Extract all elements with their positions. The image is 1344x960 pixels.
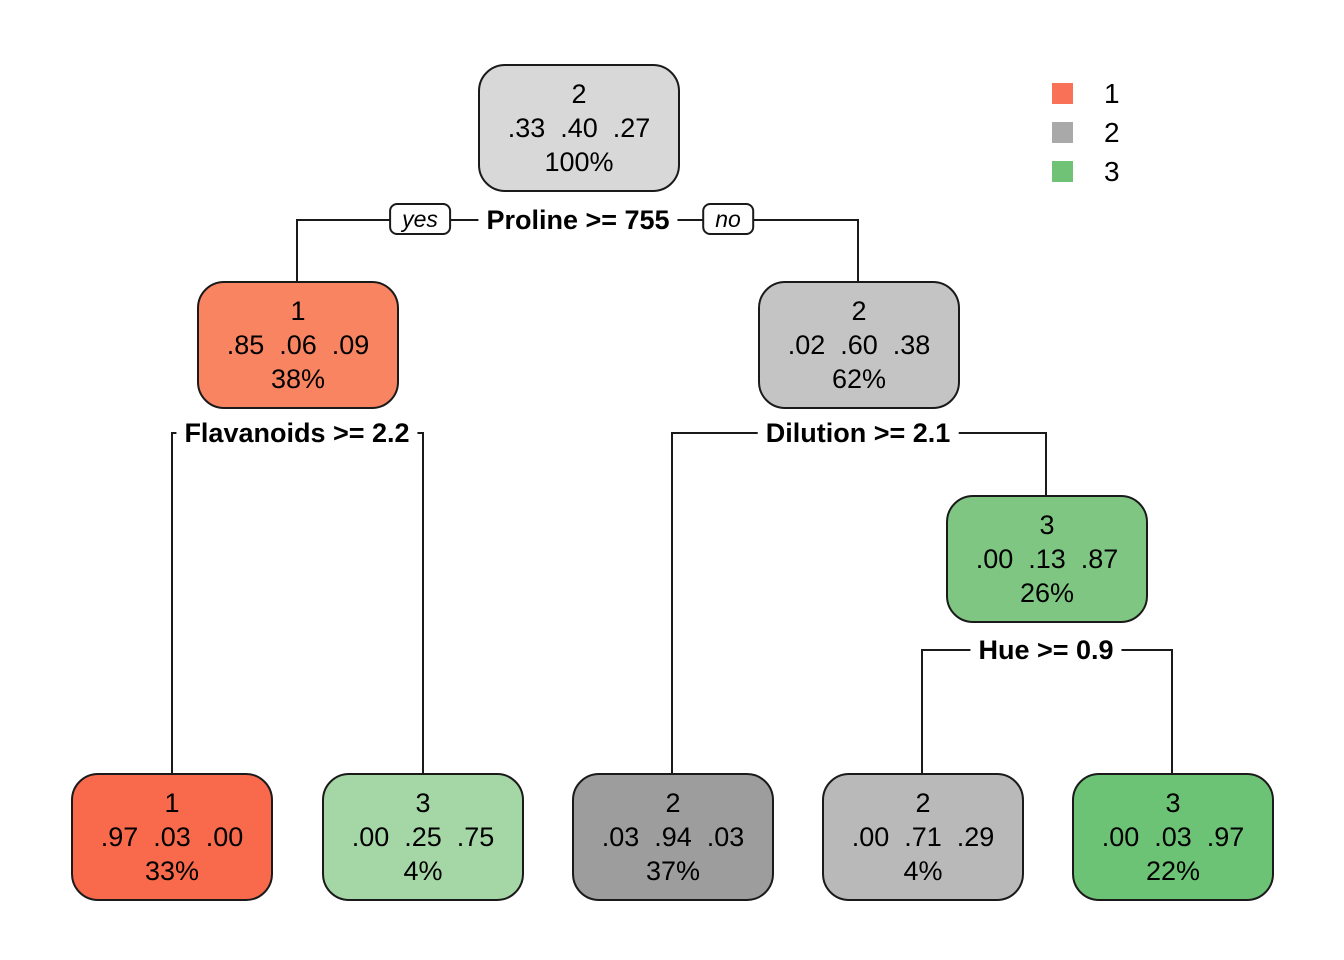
node-class-label: 2	[851, 296, 867, 326]
branch-flavanoids-split	[171, 432, 424, 775]
node-probabilities: .00 .71 .29	[851, 822, 995, 852]
node-coverage-percent: 26%	[1019, 578, 1075, 608]
legend-row-class-3: 3	[1052, 152, 1120, 191]
class-legend: 1 2 3	[1052, 74, 1120, 191]
branch-hue-split	[921, 649, 1173, 775]
tree-leaf-4: 2 .00 .71 .29 4%	[822, 773, 1024, 901]
legend-label-class-1: 1	[1104, 77, 1120, 109]
legend-swatch-class-2	[1052, 122, 1073, 143]
tree-leaf-1: 1 .97 .03 .00 33%	[71, 773, 273, 901]
tree-node-proline-yes: 1 .85 .06 .09 38%	[197, 281, 399, 409]
node-class-label: 1	[290, 296, 306, 326]
node-class-label: 2	[915, 788, 931, 818]
yes-branch-tag: yes	[389, 203, 451, 235]
node-coverage-percent: 4%	[903, 856, 943, 886]
node-probabilities: .00 .25 .75	[351, 822, 495, 852]
node-probabilities: .97 .03 .00	[100, 822, 244, 852]
tree-node-dilution-no: 3 .00 .13 .87 26%	[946, 495, 1148, 623]
node-class-label: 3	[1165, 788, 1181, 818]
node-coverage-percent: 100%	[544, 147, 614, 177]
node-coverage-percent: 37%	[645, 856, 701, 886]
node-probabilities: .33 .40 .27	[507, 113, 651, 143]
node-coverage-percent: 4%	[403, 856, 443, 886]
split-condition-flavanoids: Flavanoids >= 2.2	[176, 415, 418, 451]
legend-label-class-2: 2	[1104, 116, 1120, 148]
node-coverage-percent: 62%	[831, 364, 887, 394]
node-coverage-percent: 33%	[144, 856, 200, 886]
tree-node-proline-no: 2 .02 .60 .38 62%	[758, 281, 960, 409]
node-class-label: 3	[1039, 510, 1055, 540]
tree-leaf-2: 3 .00 .25 .75 4%	[322, 773, 524, 901]
tree-node-root: 2 .33 .40 .27 100%	[478, 64, 680, 192]
split-condition-proline: Proline >= 755	[478, 202, 678, 238]
legend-row-class-2: 2	[1052, 113, 1120, 152]
tree-leaf-3: 2 .03 .94 .03 37%	[572, 773, 774, 901]
no-branch-tag: no	[702, 203, 754, 235]
node-probabilities: .03 .94 .03	[601, 822, 745, 852]
split-condition-hue: Hue >= 0.9	[970, 632, 1122, 668]
legend-label-class-3: 3	[1104, 155, 1120, 187]
node-probabilities: .02 .60 .38	[787, 330, 931, 360]
node-coverage-percent: 22%	[1145, 856, 1201, 886]
tree-leaf-5: 3 .00 .03 .97 22%	[1072, 773, 1274, 901]
node-probabilities: .85 .06 .09	[226, 330, 370, 360]
node-class-label: 2	[571, 79, 587, 109]
node-coverage-percent: 38%	[270, 364, 326, 394]
split-condition-dilution: Dilution >= 2.1	[757, 415, 959, 451]
node-probabilities: .00 .13 .87	[975, 544, 1119, 574]
node-class-label: 2	[665, 788, 681, 818]
legend-swatch-class-3	[1052, 161, 1073, 182]
node-probabilities: .00 .03 .97	[1101, 822, 1245, 852]
legend-row-class-1: 1	[1052, 74, 1120, 113]
node-class-label: 3	[415, 788, 431, 818]
legend-swatch-class-1	[1052, 83, 1073, 104]
node-class-label: 1	[164, 788, 180, 818]
